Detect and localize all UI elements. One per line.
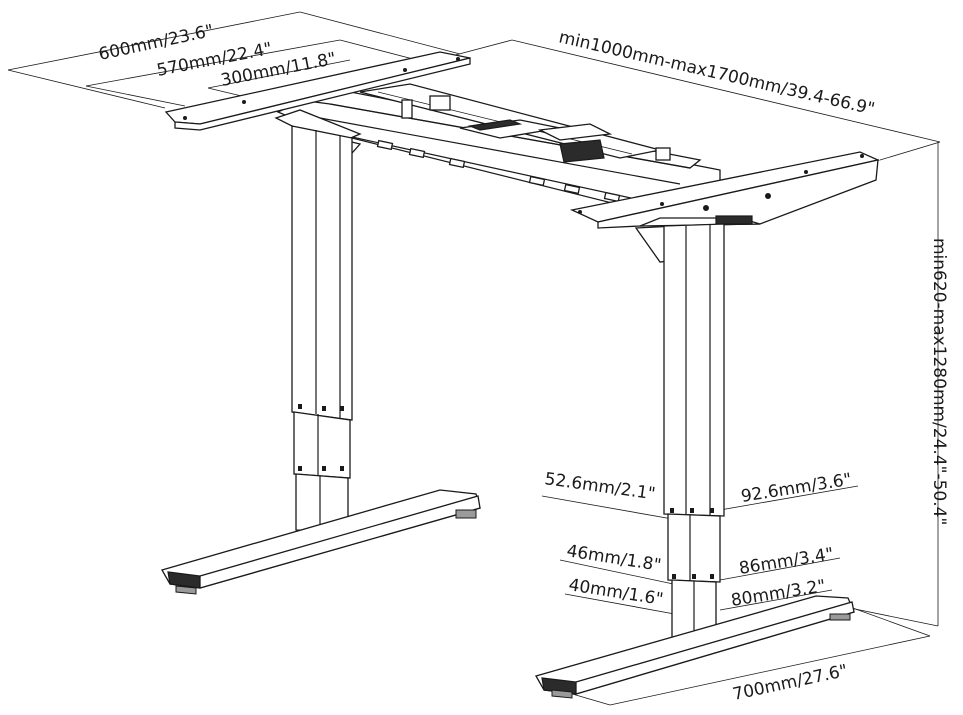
right-top-bracket (569, 151, 881, 229)
top-frame (276, 83, 721, 211)
left-leg (161, 125, 481, 595)
height-label: min620-max1280mm/24.4"-50.4" (929, 238, 949, 525)
right-leg (535, 223, 855, 699)
upper-tube-right-label: 92.6mm/3.6" (740, 470, 853, 507)
width-label: min1000mm-max1700mm/39.4-66.9" (557, 27, 877, 119)
dimension-lines (7, 11, 941, 706)
mid-tube-left-label: 46mm/1.8" (565, 541, 662, 576)
mid-tube-right-label: 86mm/3.4" (738, 544, 835, 579)
low-tube-left-label: 40mm/1.6" (567, 575, 664, 610)
beam-slots (376, 139, 621, 203)
foot-length-label: 700mm/27.6" (731, 661, 850, 705)
